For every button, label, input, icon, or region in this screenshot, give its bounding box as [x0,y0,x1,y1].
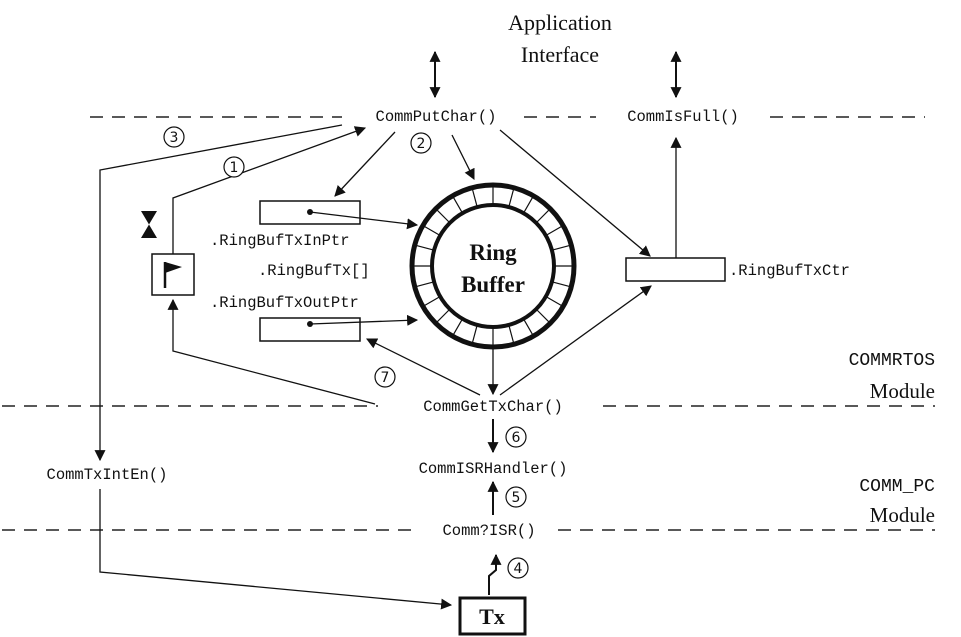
ring-slot-divider [471,324,478,345]
comm-tx-int-en-label: CommTxIntEn() [47,466,168,484]
step-6-marker: 6 [505,426,527,448]
step-3-marker: 3 [163,126,185,148]
comm-isr-handler-label: CommISRHandler() [419,460,568,478]
counter-box [625,257,726,282]
interface-header-line2: Interface [521,42,599,67]
ring-slot-divider [435,308,451,324]
ring-slot-divider [422,295,441,308]
ring-slot-divider [435,208,451,224]
comm-get-tx-char-label: CommGetTxChar() [423,398,563,416]
step-7-marker: 7 [374,366,396,388]
comm-pc-module-label: Module [870,503,935,527]
hourglass-icon [141,211,157,238]
ring-slot-divider [414,244,435,251]
step-5-marker: 5 [505,486,527,508]
buffer-label: .RingBufTx[] [258,262,370,280]
step-2-marker: 2 [410,132,432,154]
commrtos-module-label: Module [870,379,935,403]
ring-slot-divider [522,195,535,214]
ring-slot-divider [422,224,441,237]
ring-slot-divider [508,187,515,208]
svg-text:6: 6 [512,430,521,446]
ring-slot-divider [551,244,572,251]
in-ptr-label: .RingBufTxInPtr [210,232,350,250]
ring-slot-divider [451,318,464,337]
ring-slot-divider [545,295,564,308]
ring-slot-divider [508,324,515,345]
out-ptr-box [259,317,361,342]
comm-pc-module-name: COMM_PC [859,477,935,497]
tx-label: Tx [479,604,505,629]
svg-text:5: 5 [512,490,521,506]
ring-slot-divider [451,195,464,214]
ring-slot-divider [535,208,551,224]
svg-text:4: 4 [514,561,523,577]
comm-isr-label: Comm?ISR() [442,522,535,540]
ring-slot-divider [545,224,564,237]
out-ptr-label: .RingBufTxOutPtr [210,294,359,312]
step-4-marker: 4 [507,557,529,579]
ring-slot-divider [414,281,435,288]
interrupt-zigzag-arrow [488,553,502,595]
ring-buffer-slots [412,185,574,347]
comm-is-full-label: CommIsFull() [627,108,739,126]
ring-slot-divider [471,187,478,208]
ring-slot-divider [522,318,535,337]
interface-header-line1: Application [508,10,612,35]
comm-put-char-label: CommPutChar() [376,108,497,126]
svg-text:7: 7 [381,370,390,386]
ring-buffer-label-line1: Ring [469,240,517,265]
semaphore-box [151,253,195,296]
svg-text:3: 3 [170,130,179,146]
step-1-marker: 1 [223,156,245,178]
ring-buffer-label-line2: Buffer [461,272,525,297]
svg-text:2: 2 [417,136,426,152]
ring-slot-divider [551,281,572,288]
counter-label: .RingBufTxCtr [729,262,850,280]
module-boundaries [2,116,935,531]
commrtos-module-name: COMMRTOS [849,351,935,371]
ring-slot-divider [535,308,551,324]
flag-icon [163,262,182,288]
ring-buffer [409,182,577,350]
svg-text:1: 1 [230,160,239,176]
tx-box [458,596,527,636]
